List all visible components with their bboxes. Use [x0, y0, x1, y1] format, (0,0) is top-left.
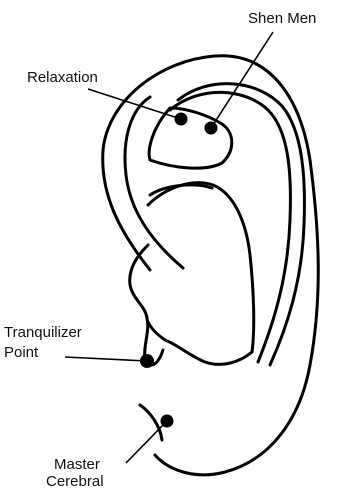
- shen-men-label: Shen Men: [248, 10, 316, 27]
- shen-men-leader: [211, 32, 273, 128]
- triangular-fossa: [149, 108, 232, 168]
- tranquilizer-label-line1: Tranquilizer: [4, 324, 82, 341]
- concha-outline: [148, 183, 254, 365]
- earlobe-contour: [140, 405, 162, 440]
- tranquilizer-leader: [65, 357, 147, 361]
- crus-line: [150, 185, 212, 195]
- master-label-line1: Master: [54, 456, 100, 473]
- master-label-line2: Cerebral: [46, 473, 104, 490]
- master-cerebral-leader: [126, 421, 167, 463]
- relaxation-label: Relaxation: [27, 69, 98, 86]
- tranquilizer-label-line2: Point: [4, 344, 38, 361]
- helix-fold-line: [125, 97, 183, 268]
- helix-inner-curve-2: [178, 84, 304, 365]
